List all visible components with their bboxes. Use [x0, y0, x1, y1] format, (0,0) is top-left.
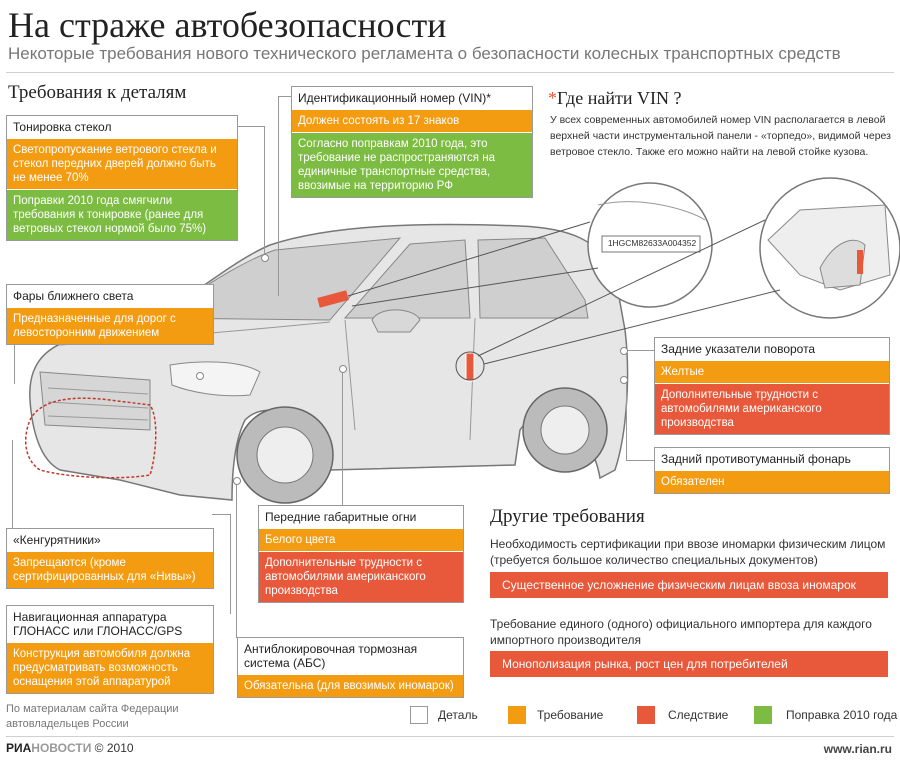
fog-point: [620, 376, 628, 384]
header-divider: [6, 72, 894, 73]
kenguru-box: «Кенгурятники» Запрещаются (кроме сертиф…: [6, 528, 214, 589]
turn-signals-consequence: Дополнительные трудности с автомобилями …: [655, 383, 889, 434]
fog-leader-v: [626, 380, 627, 460]
vin-star: *: [548, 88, 557, 108]
tinting-amendment: Поправки 2010 года смягчили требования к…: [7, 189, 237, 240]
kenguru-label: «Кенгурятники»: [7, 529, 213, 551]
abs-box: Антиблокировочная тормозная система (АБС…: [237, 637, 464, 698]
abs-point: [233, 477, 241, 485]
headlights-label: Фары ближнего света: [7, 285, 213, 307]
tinting-requirement: Светопропускание ветрового стекла и стек…: [7, 138, 237, 189]
rear-fog-label: Задний противотуманный фонарь: [655, 448, 889, 470]
abs-requirement: Обязательна (для ввозимых иномарок): [238, 674, 463, 697]
other-item1-consequence: Существенное усложнение физическим лицам…: [490, 572, 888, 598]
vin-label: Идентификационный номер (VIN)*: [292, 87, 532, 109]
vin-leader-v: [278, 96, 279, 296]
headlights-box: Фары ближнего света Предназначенные для …: [6, 284, 214, 345]
vin-question-text: Где найти VIN ?: [557, 88, 682, 108]
legend-amendment-swatch: [754, 706, 772, 724]
site-url[interactable]: www.rian.ru: [823, 742, 892, 756]
position-lights-requirement: Белого цвета: [259, 528, 463, 551]
other-item1-text: Необходимость сертификации при ввозе ино…: [490, 537, 886, 567]
turn-signals-requirement: Желтые: [655, 360, 889, 383]
turn-signals-label: Задние указатели поворота: [655, 338, 889, 360]
tinting-point: [261, 254, 269, 262]
kenguru-requirement: Запрещаются (кроме сертифицированных для…: [7, 551, 213, 588]
legend-detail-swatch: [410, 706, 428, 724]
navigation-box: Навигационная аппаратура ГЛОНАСС или ГЛО…: [6, 605, 214, 694]
abs-leader: [236, 480, 237, 638]
other-section-title: Другие требования: [490, 506, 645, 527]
navigation-requirement: Конструкция автомобиля должна предусматр…: [7, 642, 213, 693]
turn-leader: [626, 350, 654, 351]
page-title: На страже автобезопасности: [8, 5, 447, 45]
tinting-label: Тонировка стекол: [7, 116, 237, 138]
navigation-label: Навигационная аппаратура ГЛОНАСС или ГЛО…: [7, 606, 213, 642]
position-lights-consequence: Дополнительные трудности с автомобилями …: [259, 551, 463, 602]
rear-fog-requirement: Обязателен: [655, 470, 889, 493]
tinting-leader-v: [264, 126, 265, 256]
parts-section-title: Требования к деталям: [8, 82, 187, 103]
vin-box: Идентификационный номер (VIN)* Должен со…: [291, 86, 533, 198]
vin-sample: 1HGCM82633A004352: [607, 238, 697, 248]
legend-consequence-swatch: [637, 706, 655, 724]
turn-point: [620, 347, 628, 355]
position-lights-box: Передние габаритные огни Белого цвета До…: [258, 505, 464, 603]
headlights-requirement: Предназначенные для дорог с левосторонни…: [7, 307, 213, 344]
legend-consequence-label: Следствие: [668, 708, 729, 722]
position-leader: [342, 368, 343, 508]
legend-requirement-swatch: [508, 706, 526, 724]
headlights-leader: [14, 342, 15, 384]
tinting-box: Тонировка стекол Светопропускание ветров…: [6, 115, 238, 241]
vin-requirement: Должен состоять из 17 знаков: [292, 109, 532, 132]
logo-ria: РИА: [6, 741, 32, 755]
position-lights-label: Передние габаритные огни: [259, 506, 463, 528]
footer-source: По материалам сайта Федерации автовладел…: [6, 703, 179, 730]
fog-leader: [626, 460, 654, 461]
legend-detail-label: Деталь: [438, 708, 478, 722]
kenguru-leader: [12, 440, 13, 528]
nav-leader-v: [230, 514, 231, 614]
copyright: © 2010: [94, 741, 134, 755]
turn-signals-box: Задние указатели поворота Желтые Дополни…: [654, 337, 890, 435]
logo-novosti: НОВОСТИ: [31, 741, 92, 755]
footer-divider: [6, 736, 894, 737]
vin-info-text: У всех современных автомобилей номер VIN…: [550, 114, 891, 158]
abs-label: Антиблокировочная тормозная система (АБС…: [238, 638, 463, 674]
legend-amendment-label: Поправка 2010 года: [786, 708, 898, 722]
ria-logo: РИАНОВОСТИ © 2010: [6, 741, 134, 755]
vin-amendment: Согласно поправкам 2010 года, это требов…: [292, 132, 532, 197]
vin-leader: [278, 96, 292, 97]
nav-leader: [212, 514, 230, 515]
other-item2-consequence: Монополизация рынка, рост цен для потреб…: [490, 651, 888, 677]
vin-question: *Где найти VIN ?: [548, 88, 681, 109]
legend-requirement-label: Требование: [537, 708, 604, 722]
headlights-point: [196, 372, 204, 380]
tinting-leader: [236, 126, 264, 127]
rear-fog-box: Задний противотуманный фонарь Обязателен: [654, 447, 890, 494]
page-subtitle: Некоторые требования нового технического…: [8, 44, 841, 63]
other-item2-text: Требование единого (одного) официального…: [490, 617, 872, 647]
position-point: [339, 365, 347, 373]
